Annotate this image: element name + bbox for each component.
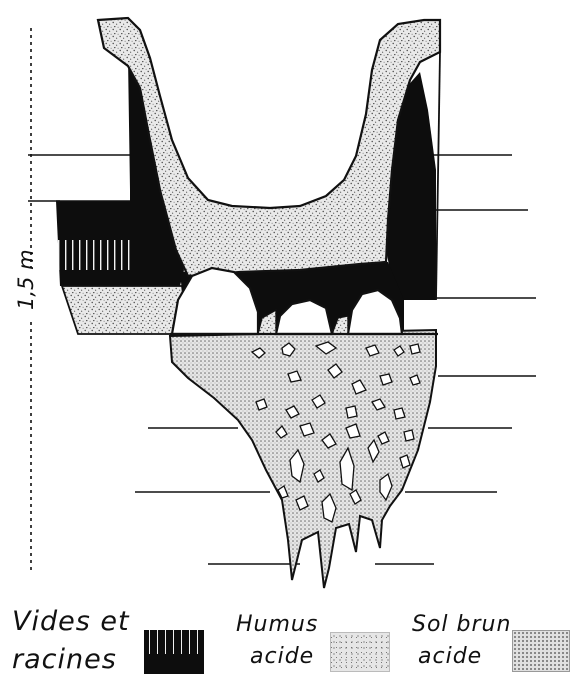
legend-roots-line2: racines: [12, 644, 117, 675]
legend-brown-line1: Sol brun: [412, 612, 511, 637]
legend-brown-line2: acide: [418, 644, 482, 669]
legend-brown-swatch: [512, 630, 570, 672]
legend-humus-line2: acide: [250, 644, 314, 669]
left-humus-strip: [62, 286, 184, 334]
legend-humus-swatch: [330, 632, 390, 672]
legend-roots-line1: Vides et: [12, 606, 130, 637]
legend-humus-line1: Humus: [236, 612, 318, 637]
brown-soil-zone: [170, 330, 436, 588]
legend-roots-swatch: [144, 630, 204, 674]
scale-label: 1,5 m: [6, 270, 46, 310]
